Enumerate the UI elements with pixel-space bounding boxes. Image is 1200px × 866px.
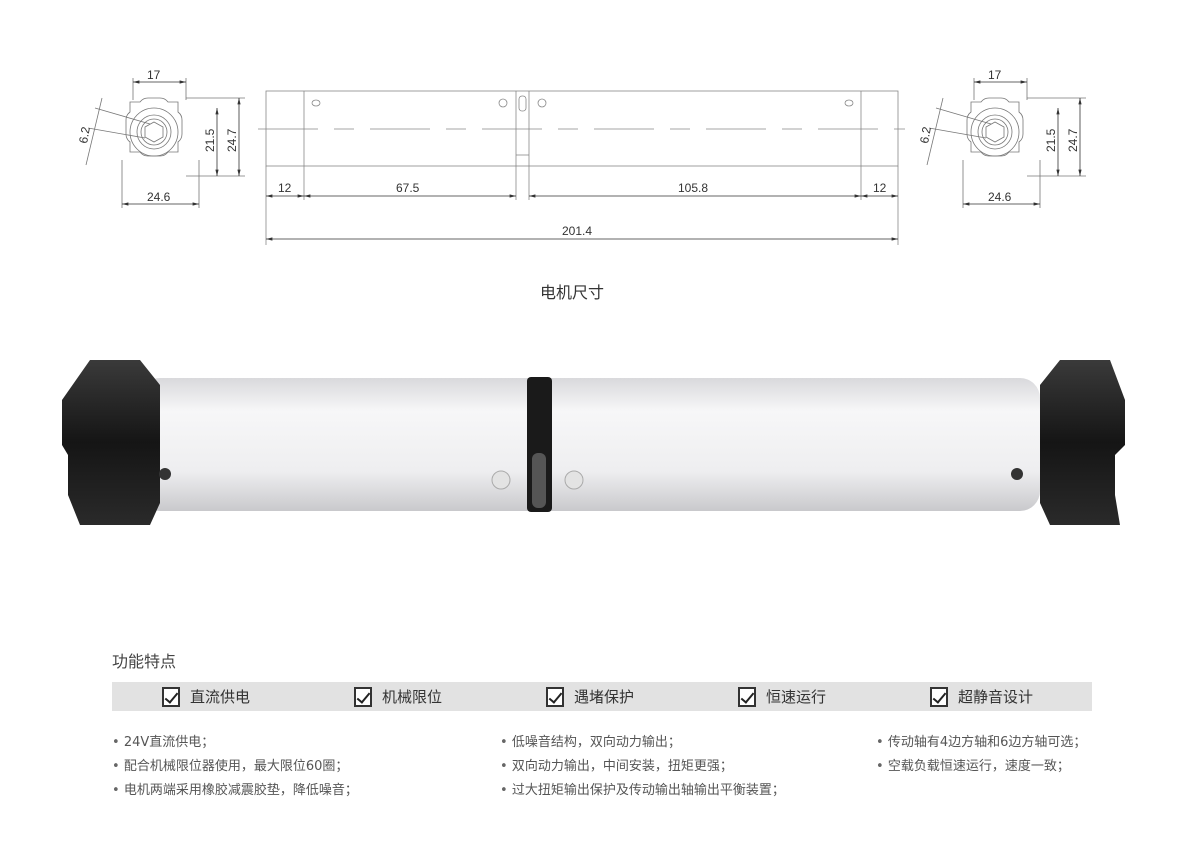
list-item: 24V直流供电； [112, 734, 358, 758]
dim-bottom-width-left: 24.6 [147, 190, 171, 204]
feature-item: 超静音设计 [930, 682, 1033, 711]
right-screw-icon [564, 470, 584, 490]
list-item: 低噪音结构，双向动力输出； [500, 734, 785, 758]
feature-label: 恒速运行 [766, 688, 827, 706]
feature-label: 机械限位 [382, 688, 443, 706]
feature-list-col-1: 24V直流供电； 配合机械限位器使用，最大限位60圈； 电机两端采用橡胶减震胶垫… [112, 734, 358, 806]
dim-outer-height-left: 24.7 [225, 128, 239, 152]
list-item: 电机两端采用橡胶减震胶垫，降低噪音； [112, 782, 358, 806]
list-item: 双向动力输出，中间安装，扭矩更强； [500, 758, 785, 782]
dim-outer-height-right: 24.7 [1066, 128, 1080, 152]
feature-list-col-2: 低噪音结构，双向动力输出； 双向动力输出，中间安装，扭矩更强； 过大扭矩输出保护… [500, 734, 785, 806]
dim-segment-3: 105.8 [678, 181, 708, 195]
side-view [258, 90, 905, 245]
left-screw-icon [491, 470, 511, 490]
dimension-drawing: 17 24.6 21.5 24.7 6.2 17 24.6 21.5 24.7 … [76, 68, 1086, 245]
dim-shaft-right: 6.2 [917, 125, 934, 144]
feature-item: 恒速运行 [738, 682, 826, 711]
list-item: 过大扭矩输出保护及传动输出轴输出平衡装置； [500, 782, 785, 806]
dim-inner-height-right: 21.5 [1044, 128, 1058, 152]
left-hole [159, 468, 171, 480]
end-view-left [85, 78, 245, 208]
motor-tube [140, 378, 1040, 511]
left-end-cap [62, 360, 160, 525]
feature-label: 超静音设计 [958, 688, 1034, 706]
checkbox-icon [354, 686, 372, 707]
features-bar: 直流供电 机械限位 遇堵保护 恒速运行 超静音设计 [112, 682, 1092, 711]
dim-segment-4: 12 [873, 181, 887, 195]
drawing-caption: 电机尺寸 [540, 283, 605, 302]
feature-list-col-3: 传动轴有4边方轴和6边方轴可选； 空载负载恒速运行，速度一致； [876, 734, 1087, 782]
dim-inner-height-left: 21.5 [203, 128, 217, 152]
feature-item: 直流供电 [162, 682, 250, 711]
feature-label: 遇堵保护 [574, 688, 635, 706]
center-slot [532, 453, 546, 508]
feature-item: 机械限位 [354, 682, 442, 711]
dim-top-width-right: 17 [988, 68, 1002, 82]
checkbox-icon [738, 686, 756, 707]
dim-total-length: 201.4 [562, 224, 592, 238]
features-title: 功能特点 [112, 652, 177, 671]
end-view-right [926, 78, 1086, 208]
checkbox-icon [162, 686, 180, 707]
dim-bottom-width-right: 24.6 [988, 190, 1012, 204]
feature-label: 直流供电 [190, 688, 251, 706]
list-item: 空载负载恒速运行，速度一致； [876, 758, 1086, 782]
right-hole [1011, 468, 1023, 480]
checkbox-icon [930, 686, 948, 707]
list-item: 传动轴有4边方轴和6边方轴可选； [876, 734, 1087, 758]
dim-segment-2: 67.5 [396, 181, 420, 195]
dim-segment-1: 12 [278, 181, 292, 195]
dim-shaft-left: 6.2 [76, 125, 93, 144]
motor-photo [62, 360, 1125, 525]
list-item: 配合机械限位器使用，最大限位60圈； [112, 758, 358, 782]
feature-item: 遇堵保护 [546, 682, 634, 711]
right-end-cap [1040, 360, 1125, 525]
checkbox-icon [546, 686, 564, 707]
dim-top-width-left: 17 [147, 68, 161, 82]
